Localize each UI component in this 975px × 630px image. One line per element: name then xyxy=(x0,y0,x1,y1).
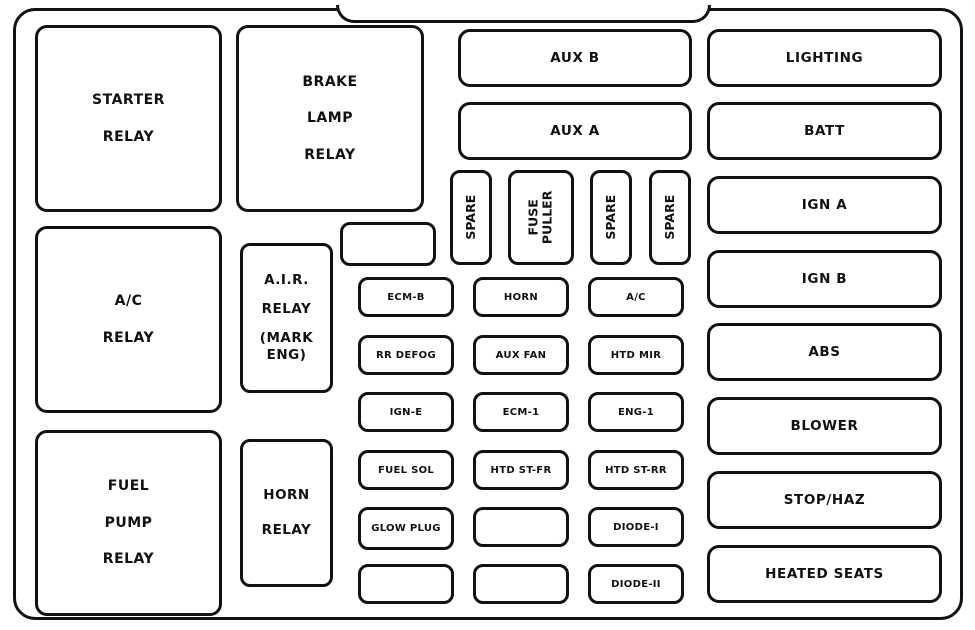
aux-a-label: AUX A xyxy=(550,123,600,139)
fuse-diode-i[interactable]: DIODE-I xyxy=(588,507,684,547)
brake-lamp-relay-line-3: RELAY xyxy=(304,146,356,163)
horn-relay-line-1: HORN xyxy=(263,486,310,503)
fuse-empty-col1[interactable] xyxy=(358,564,454,604)
fuse-htd-st-fr[interactable]: HTD ST-FR xyxy=(473,450,569,490)
fuse-eng-1-label: ENG-1 xyxy=(617,406,655,418)
brake-lamp-relay-line-1: BRAKE xyxy=(302,73,358,90)
fuse-blower[interactable]: BLOWER xyxy=(707,397,942,455)
fuse-fuel-sol[interactable]: FUEL SOL xyxy=(358,450,454,490)
horn-relay-line-2: RELAY xyxy=(261,522,312,538)
aux-b-label: AUX B xyxy=(550,50,600,66)
aux-a-fuse[interactable]: AUX A xyxy=(458,102,692,160)
fuse-htd-mir[interactable]: HTD MIR xyxy=(588,335,684,375)
ac-relay-line-1: A/C xyxy=(114,293,143,310)
starter-relay[interactable]: STARTER RELAY xyxy=(35,25,222,212)
horn-relay[interactable]: HORN RELAY xyxy=(240,439,333,587)
brake-lamp-relay[interactable]: BRAKE LAMP RELAY xyxy=(236,25,424,212)
fuse-diode-ii[interactable]: DIODE-II xyxy=(588,564,684,604)
fuel-pump-relay-line-1: FUEL xyxy=(107,478,150,495)
air-relay-line-4: ENG) xyxy=(266,346,307,363)
fuse-stop-haz-label: STOP/HAZ xyxy=(783,492,866,508)
fuse-ecm-b-label: ECM-B xyxy=(387,291,425,303)
air-relay-line-1: A.I.R. xyxy=(264,272,309,289)
fuse-abs[interactable]: ABS xyxy=(707,323,942,381)
fuse-diode-ii-label: DIODE-II xyxy=(611,578,661,590)
fuse-glow-plug[interactable]: GLOW PLUG xyxy=(358,507,454,550)
empty-slot[interactable] xyxy=(340,222,436,266)
fuse-lighting-label: LIGHTING xyxy=(785,50,864,66)
fuel-pump-relay-line-2: PUMP xyxy=(104,514,153,531)
spare-slot-1-label: SPARE xyxy=(462,195,478,240)
fuse-htd-st-rr-label: HTD ST-RR xyxy=(605,464,667,476)
fuse-ign-e-label: IGN-E xyxy=(389,406,423,418)
fuse-diode-i-label: DIODE-I xyxy=(613,521,659,533)
spare-slot-2[interactable]: SPARE xyxy=(590,170,632,265)
fuse-htd-mir-label: HTD MIR xyxy=(610,349,662,361)
fuse-ign-b[interactable]: IGN B xyxy=(707,250,942,308)
fuse-htd-st-rr[interactable]: HTD ST-RR xyxy=(588,450,684,490)
fuse-stop-haz[interactable]: STOP/HAZ xyxy=(707,471,942,529)
fuse-horn-label: HORN xyxy=(503,291,539,303)
fuse-heated-seats-label: HEATED SEATS xyxy=(765,566,884,582)
air-relay-line-3: (MARK xyxy=(259,330,314,346)
fuse-ign-b-label: IGN B xyxy=(801,271,848,287)
ac-relay[interactable]: A/C RELAY xyxy=(35,226,222,413)
spare-slot-1[interactable]: SPARE xyxy=(450,170,492,265)
fuse-ac[interactable]: A/C xyxy=(588,277,684,317)
fuse-abs-label: ABS xyxy=(808,344,841,360)
fuse-box-top-tab xyxy=(336,5,711,23)
fuse-ecm-b[interactable]: ECM-B xyxy=(358,277,454,317)
starter-relay-line-1: STARTER xyxy=(92,92,165,109)
ac-relay-line-2: RELAY xyxy=(102,329,155,346)
fuse-horn[interactable]: HORN xyxy=(473,277,569,317)
fuse-empty-col2-a[interactable] xyxy=(473,507,569,547)
aux-b-fuse[interactable]: AUX B xyxy=(458,29,692,87)
fuse-aux-fan-label: AUX FAN xyxy=(495,349,547,361)
spare-slot-3[interactable]: SPARE xyxy=(649,170,691,265)
brake-lamp-relay-line-2: LAMP xyxy=(307,110,353,127)
fuse-eng-1[interactable]: ENG-1 xyxy=(588,392,684,432)
fuse-ac-label: A/C xyxy=(626,291,646,303)
fuse-rr-defog[interactable]: RR DEFOG xyxy=(358,335,454,375)
fuse-heated-seats[interactable]: HEATED SEATS xyxy=(707,545,942,603)
fuse-lighting[interactable]: LIGHTING xyxy=(707,29,942,87)
fuse-glow-plug-label: GLOW PLUG xyxy=(371,523,441,534)
air-relay[interactable]: A.I.R. RELAY (MARK ENG) xyxy=(240,243,333,393)
fuse-rr-defog-label: RR DEFOG xyxy=(376,349,436,361)
fuse-puller-line-2: PULLER xyxy=(540,190,555,245)
fuse-batt[interactable]: BATT xyxy=(707,102,942,160)
fuse-aux-fan[interactable]: AUX FAN xyxy=(473,335,569,375)
air-relay-line-2: RELAY xyxy=(261,301,312,318)
fuel-pump-relay-line-3: RELAY xyxy=(102,551,155,568)
fuse-blower-label: BLOWER xyxy=(790,418,859,434)
fuse-fuel-sol-label: FUEL SOL xyxy=(377,464,435,476)
fuse-batt-label: BATT xyxy=(804,123,845,139)
spare-slot-3-label: SPARE xyxy=(661,195,677,240)
fuse-ecm-1-label: ECM-1 xyxy=(502,406,540,418)
fuse-ign-e[interactable]: IGN-E xyxy=(358,392,454,432)
fuse-htd-st-fr-label: HTD ST-FR xyxy=(490,464,552,476)
starter-relay-line-2: RELAY xyxy=(102,128,155,145)
spare-slot-2-label: SPARE xyxy=(602,195,618,240)
fuse-ecm-1[interactable]: ECM-1 xyxy=(473,392,569,432)
fuse-empty-col2-b[interactable] xyxy=(473,564,569,604)
fuse-ign-a-label: IGN A xyxy=(801,197,848,213)
fuse-ign-a[interactable]: IGN A xyxy=(707,176,942,234)
fuel-pump-relay[interactable]: FUEL PUMP RELAY xyxy=(35,430,222,616)
